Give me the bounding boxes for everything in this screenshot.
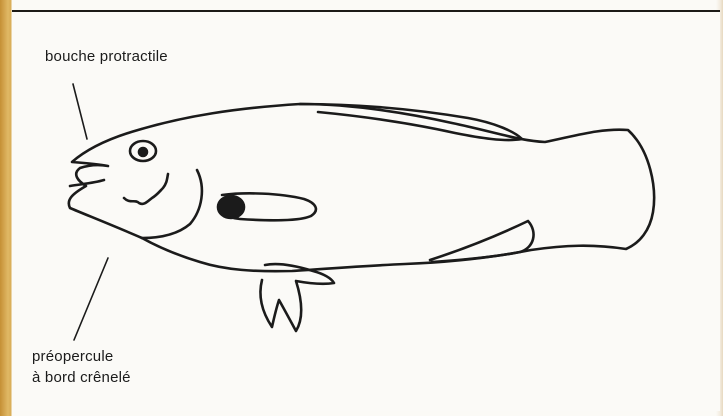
fish-body-outline xyxy=(69,104,654,271)
label-preopercule-line2: à bord crênelé xyxy=(32,367,131,388)
anal-fin xyxy=(430,221,534,262)
mouth-leader-line xyxy=(73,84,87,139)
pectoral-fin-base xyxy=(218,196,244,218)
label-bouche-protractile: bouche protractile xyxy=(45,46,168,67)
gill-cover-edge xyxy=(142,170,202,238)
mouth-line xyxy=(70,180,104,186)
preopercle-crenelated-edge xyxy=(124,174,168,204)
pelvic-fin xyxy=(260,264,334,331)
label-preopercule: préopercule à bord crênelé xyxy=(32,346,131,388)
dorsal-fin xyxy=(300,104,522,140)
fish-pupil xyxy=(139,148,147,156)
label-preopercule-line1: préopercule xyxy=(32,346,131,367)
preopercle-leader-line xyxy=(74,258,108,340)
